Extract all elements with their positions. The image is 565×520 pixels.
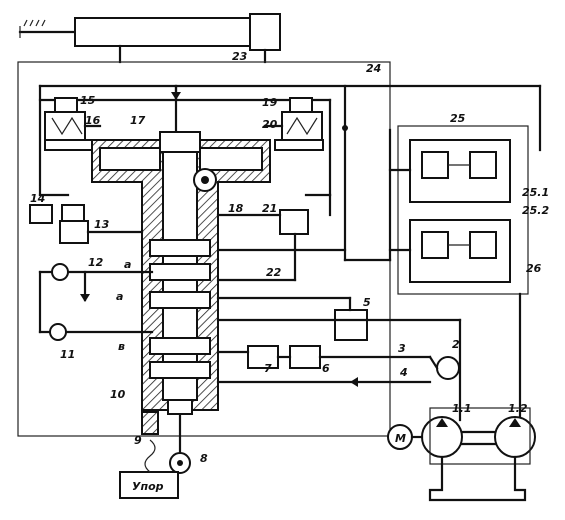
label-3: 3 bbox=[398, 342, 406, 355]
motor-label: M bbox=[395, 432, 406, 445]
stop-assembly bbox=[119, 439, 191, 499]
label-17: 17 bbox=[130, 114, 146, 127]
label-15: 15 bbox=[80, 94, 96, 107]
label-25-2: 25.2 bbox=[522, 204, 549, 217]
label-9: 9 bbox=[134, 434, 142, 447]
label-19: 19 bbox=[262, 96, 278, 109]
label-a-upper: a bbox=[124, 258, 131, 271]
pressure-lines bbox=[38, 84, 542, 262]
label-25: 25 bbox=[450, 112, 466, 125]
label-26: 26 bbox=[526, 262, 542, 275]
label-10: 10 bbox=[110, 388, 126, 401]
label-16: 16 bbox=[85, 114, 101, 127]
valves-13-14 bbox=[29, 204, 144, 244]
reference-labels: 1.1 1.2 2 3 4 5 6 7 8 9 10 11 12 13 14 1… bbox=[30, 50, 549, 493]
label-23: 23 bbox=[232, 50, 248, 63]
label-14: 14 bbox=[30, 192, 45, 205]
label-11: 11 bbox=[60, 348, 75, 361]
stop-label: Упор bbox=[132, 480, 164, 493]
label-v: в bbox=[118, 340, 125, 353]
label-25-1: 25.1 bbox=[522, 186, 549, 199]
label-22: 22 bbox=[266, 266, 282, 279]
label-4: 4 bbox=[399, 366, 408, 379]
label-13: 13 bbox=[94, 218, 110, 231]
control-block-25 bbox=[343, 125, 529, 295]
label-21: 21 bbox=[262, 202, 277, 215]
cylinder-23 bbox=[18, 13, 281, 64]
label-a-lower: a bbox=[116, 290, 123, 303]
main-valve-body bbox=[91, 131, 271, 457]
valve-21 bbox=[216, 209, 309, 282]
solenoid-group-right bbox=[263, 97, 324, 151]
label-1-2: 1.2 bbox=[508, 402, 528, 415]
label-2: 2 bbox=[452, 338, 460, 351]
label-8: 8 bbox=[200, 452, 208, 465]
label-12: 12 bbox=[88, 256, 104, 269]
label-20: 20 bbox=[262, 118, 278, 131]
label-1-1: 1.1 bbox=[452, 402, 472, 415]
label-18: 18 bbox=[228, 202, 244, 215]
solenoid-group-left bbox=[44, 97, 102, 151]
valves-5-6-7 bbox=[216, 296, 462, 387]
label-7: 7 bbox=[264, 362, 272, 375]
check-valves-left bbox=[38, 263, 154, 341]
label-24: 24 bbox=[366, 62, 381, 75]
pump-station bbox=[387, 292, 536, 502]
label-5: 5 bbox=[363, 296, 371, 309]
label-6: 6 bbox=[322, 362, 330, 375]
